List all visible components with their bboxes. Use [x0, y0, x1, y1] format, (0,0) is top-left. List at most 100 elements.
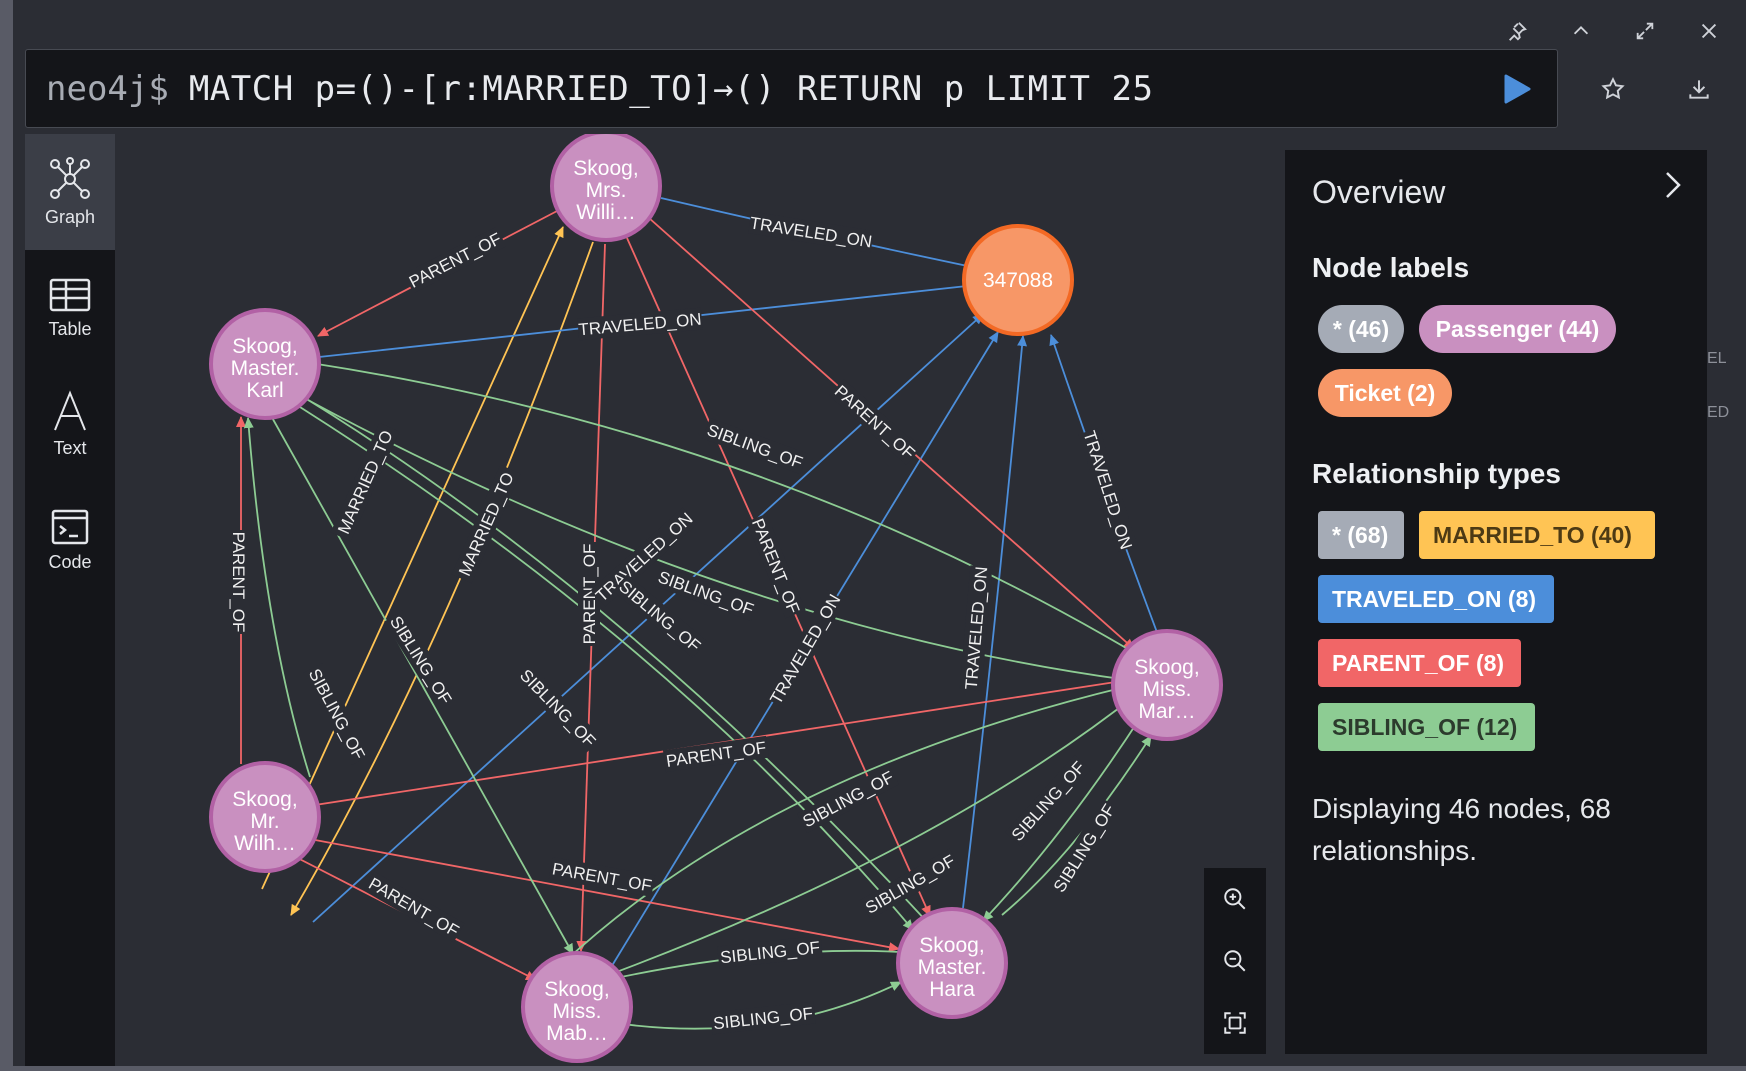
- edge-label-parent-of: PARENT_OF: [365, 874, 462, 941]
- pin-icon[interactable]: [1500, 14, 1534, 48]
- zoom-controls: [1204, 868, 1266, 1054]
- editor-prompt: neo4j$: [46, 68, 169, 109]
- svg-text:Master.: Master.: [918, 956, 987, 979]
- node-mrs-willi[interactable]: Skoog, Mrs. Willi…: [550, 130, 662, 242]
- text-icon: [54, 389, 86, 430]
- edge-label-parent-of: PARENT_OF: [580, 544, 599, 645]
- star-icon[interactable]: [1596, 72, 1630, 106]
- svg-text:Mr.: Mr.: [250, 810, 279, 833]
- result-frame: neo4j$ MATCH p=()-[r:MARRIED_TO]→() RETU…: [13, 0, 1746, 1066]
- svg-text:Skoog,: Skoog,: [232, 335, 297, 358]
- graph-canvas[interactable]: PARENT_OF TRAVELED_ON TRAVELED_ON MARRIE…: [115, 130, 1300, 1066]
- edge-parent-of[interactable]: [282, 833, 900, 953]
- svg-text:Skoog,: Skoog,: [544, 978, 609, 1001]
- view-sidebar: Graph Table Text Code: [25, 134, 115, 1066]
- edge-sibling-of[interactable]: [559, 684, 1126, 967]
- rel-type-sibling-of[interactable]: SIBLING_OF (12): [1318, 703, 1535, 751]
- rel-type-traveled-on[interactable]: TRAVELED_ON (8): [1318, 575, 1554, 623]
- rel-type-parent-of[interactable]: PARENT_OF (8): [1318, 639, 1521, 687]
- edge-label-sibling-of: SIBLING_OF: [1050, 801, 1119, 896]
- node-miss-mab[interactable]: Skoog, Miss. Mab…: [521, 951, 633, 1063]
- svg-text:Miss.: Miss.: [1143, 678, 1192, 701]
- edge-traveled-on[interactable]: [962, 335, 1028, 909]
- edge-label-sibling-of: SIBLING_OF: [305, 666, 369, 763]
- fit-to-screen-icon[interactable]: [1218, 1006, 1252, 1040]
- overview-panel: Overview Node labels * (46) Passenger (4…: [1285, 150, 1707, 1054]
- query-editor[interactable]: neo4j$ MATCH p=()-[r:MARRIED_TO]→() RETU…: [25, 49, 1558, 128]
- nav-code[interactable]: Code: [25, 482, 115, 598]
- nav-text-label: Text: [53, 437, 87, 458]
- svg-text:Skoog,: Skoog,: [1134, 656, 1199, 679]
- node-master-karl[interactable]: Skoog, Master. Karl: [209, 308, 321, 420]
- code-icon: [51, 509, 89, 544]
- expand-icon[interactable]: [1628, 14, 1662, 48]
- edge-label-traveled-on: TRAVELED_ON: [748, 213, 873, 251]
- query-text[interactable]: MATCH p=()-[r:MARRIED_TO]→() RETURN p LI…: [188, 68, 1154, 109]
- editor-actions: [1596, 72, 1716, 106]
- edge-label-traveled-on: TRAVELED_ON: [766, 591, 844, 707]
- frame-actions: [1500, 14, 1726, 48]
- close-icon[interactable]: [1692, 14, 1726, 48]
- run-query-button[interactable]: [1499, 72, 1533, 106]
- edge-married-to[interactable]: [261, 226, 564, 890]
- graph-nodes[interactable]: Skoog, Mrs. Willi… Skoog, Master. Karl 3…: [209, 130, 1223, 1063]
- nav-table[interactable]: Table: [25, 250, 115, 366]
- svg-text:347088: 347088: [983, 269, 1053, 292]
- nav-text[interactable]: Text: [25, 366, 115, 482]
- panel-title: Overview: [1312, 174, 1446, 210]
- svg-text:Mar…: Mar…: [1138, 700, 1195, 723]
- nav-code-label: Code: [48, 551, 92, 572]
- svg-text:Karl: Karl: [246, 379, 283, 402]
- svg-text:Master.: Master.: [231, 357, 300, 380]
- svg-text:Mrs.: Mrs.: [586, 179, 627, 202]
- node-label-ticket[interactable]: Ticket (2): [1318, 369, 1452, 417]
- svg-text:Skoog,: Skoog,: [919, 934, 984, 957]
- rel-type-married-to[interactable]: MARRIED_TO (40): [1419, 511, 1655, 559]
- edge-label-married-to: MARRIED_TO: [455, 470, 518, 579]
- node-miss-mar[interactable]: Skoog, Miss. Mar…: [1111, 629, 1223, 741]
- svg-text:Willi…: Willi…: [576, 201, 635, 224]
- svg-text:Wilh…: Wilh…: [234, 832, 296, 855]
- graph-icon: [50, 156, 90, 199]
- svg-text:Mab…: Mab…: [546, 1022, 608, 1045]
- rel-type-all[interactable]: * (68): [1318, 511, 1404, 559]
- edge-sibling-of[interactable]: [243, 417, 311, 778]
- nav-graph[interactable]: Graph: [25, 134, 115, 250]
- edge-labels: PARENT_OF TRAVELED_ON TRAVELED_ON MARRIE…: [228, 211, 1138, 1035]
- edge-sibling-of[interactable]: [602, 690, 1142, 979]
- edge-sibling-of[interactable]: [285, 387, 1129, 681]
- edges-married-to[interactable]: [261, 226, 594, 916]
- edge-label-parent-of: PARENT_OF: [229, 532, 248, 633]
- edge-label-sibling-of: SIBLING_OF: [516, 666, 599, 751]
- chevron-up-icon[interactable]: [1564, 14, 1598, 48]
- svg-text:Skoog,: Skoog,: [232, 788, 297, 811]
- node-ticket-347088[interactable]: 347088: [962, 224, 1074, 336]
- node-master-hara[interactable]: Skoog, Master. Hara: [896, 907, 1008, 1019]
- zoom-in-icon[interactable]: [1218, 882, 1252, 916]
- zoom-out-icon[interactable]: [1218, 944, 1252, 978]
- edge-married-to[interactable]: [290, 241, 594, 916]
- table-icon: [49, 278, 91, 311]
- rel-types-heading: Relationship types: [1312, 458, 1561, 489]
- edge-label-sibling-of: SIBLING_OF: [800, 768, 897, 832]
- svg-text:Hara: Hara: [929, 978, 975, 1001]
- node-mr-wilh[interactable]: Skoog, Mr. Wilh…: [209, 761, 321, 873]
- edge-label-parent-of: PARENT_OF: [551, 859, 654, 895]
- edge-sibling-of[interactable]: [316, 363, 1139, 656]
- edge-label-parent-of: PARENT_OF: [406, 229, 504, 292]
- edge-sibling-of[interactable]: [1001, 735, 1152, 916]
- edge-label-sibling-of: SIBLING_OF: [386, 613, 455, 708]
- svg-text:Miss.: Miss.: [553, 1000, 602, 1023]
- nav-table-label: Table: [48, 318, 92, 339]
- node-label-passenger[interactable]: Passenger (44): [1419, 305, 1616, 353]
- download-icon[interactable]: [1682, 72, 1716, 106]
- node-label-all[interactable]: * (46): [1318, 305, 1404, 353]
- obscured-text: EL ED: [1707, 350, 1730, 421]
- edge-sibling-of[interactable]: [982, 714, 1143, 922]
- svg-text:Skoog,: Skoog,: [573, 157, 638, 180]
- play-icon: [1504, 74, 1531, 104]
- result-summary: Displaying 46 nodes, 68 relationships.: [1312, 793, 1611, 866]
- edge-sibling-of[interactable]: [264, 404, 574, 955]
- node-labels-heading: Node labels: [1312, 252, 1470, 283]
- chevron-right-icon[interactable]: [1657, 168, 1687, 202]
